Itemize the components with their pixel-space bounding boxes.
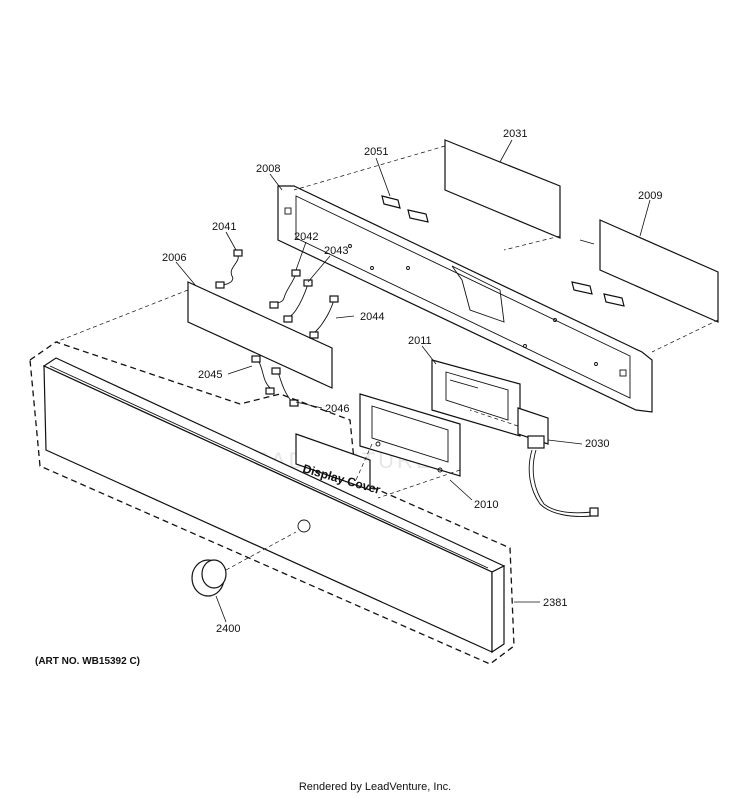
callout-2044: 2044	[360, 311, 384, 323]
callout-2381: 2381	[543, 597, 567, 609]
callout-2011: 2011	[408, 335, 432, 347]
wire-harness-2046	[271, 367, 299, 407]
callout-2042: 2042	[294, 231, 318, 243]
callout-2010: 2010	[474, 499, 498, 511]
alignment-guides	[55, 145, 719, 499]
callout-2030: 2030	[585, 438, 609, 450]
wire-harness-2044	[309, 295, 339, 339]
callout-2041: 2041	[212, 221, 236, 233]
callout-2008: 2008	[256, 163, 280, 175]
wire-harness-2041	[215, 249, 243, 289]
knob-2400	[191, 531, 297, 597]
callout-2043: 2043	[324, 245, 348, 257]
callout-2009: 2009	[638, 190, 662, 202]
control-board-2031	[444, 139, 561, 239]
connector-2051-group	[381, 195, 625, 307]
wire-harness-2042	[269, 269, 301, 309]
front-panel-2381	[42, 357, 506, 654]
display-2011	[431, 359, 521, 437]
back-panel-2008	[277, 185, 653, 413]
callout-leaders	[175, 139, 651, 623]
callout-2045: 2045	[198, 369, 222, 381]
callout-2400: 2400	[216, 623, 240, 635]
wire-harness-2045	[251, 355, 275, 395]
footer-credit: Rendered by LeadVenture, Inc.	[298, 781, 452, 793]
callout-2051: 2051	[364, 146, 388, 158]
callout-2031: 2031	[503, 128, 527, 140]
frame-2010	[359, 393, 461, 477]
control-board-2009	[579, 219, 719, 323]
callout-labels: 2031 2051 2008 2009 2041 2042 2043 2006 …	[162, 128, 662, 635]
control-board-2006	[187, 281, 333, 389]
callout-2046: 2046	[325, 403, 349, 415]
art-number: (ART NO. WB15392 C)	[35, 656, 141, 667]
callout-2006: 2006	[162, 252, 186, 264]
wire-harness-2043	[283, 279, 313, 323]
bracket-2030	[517, 407, 599, 517]
